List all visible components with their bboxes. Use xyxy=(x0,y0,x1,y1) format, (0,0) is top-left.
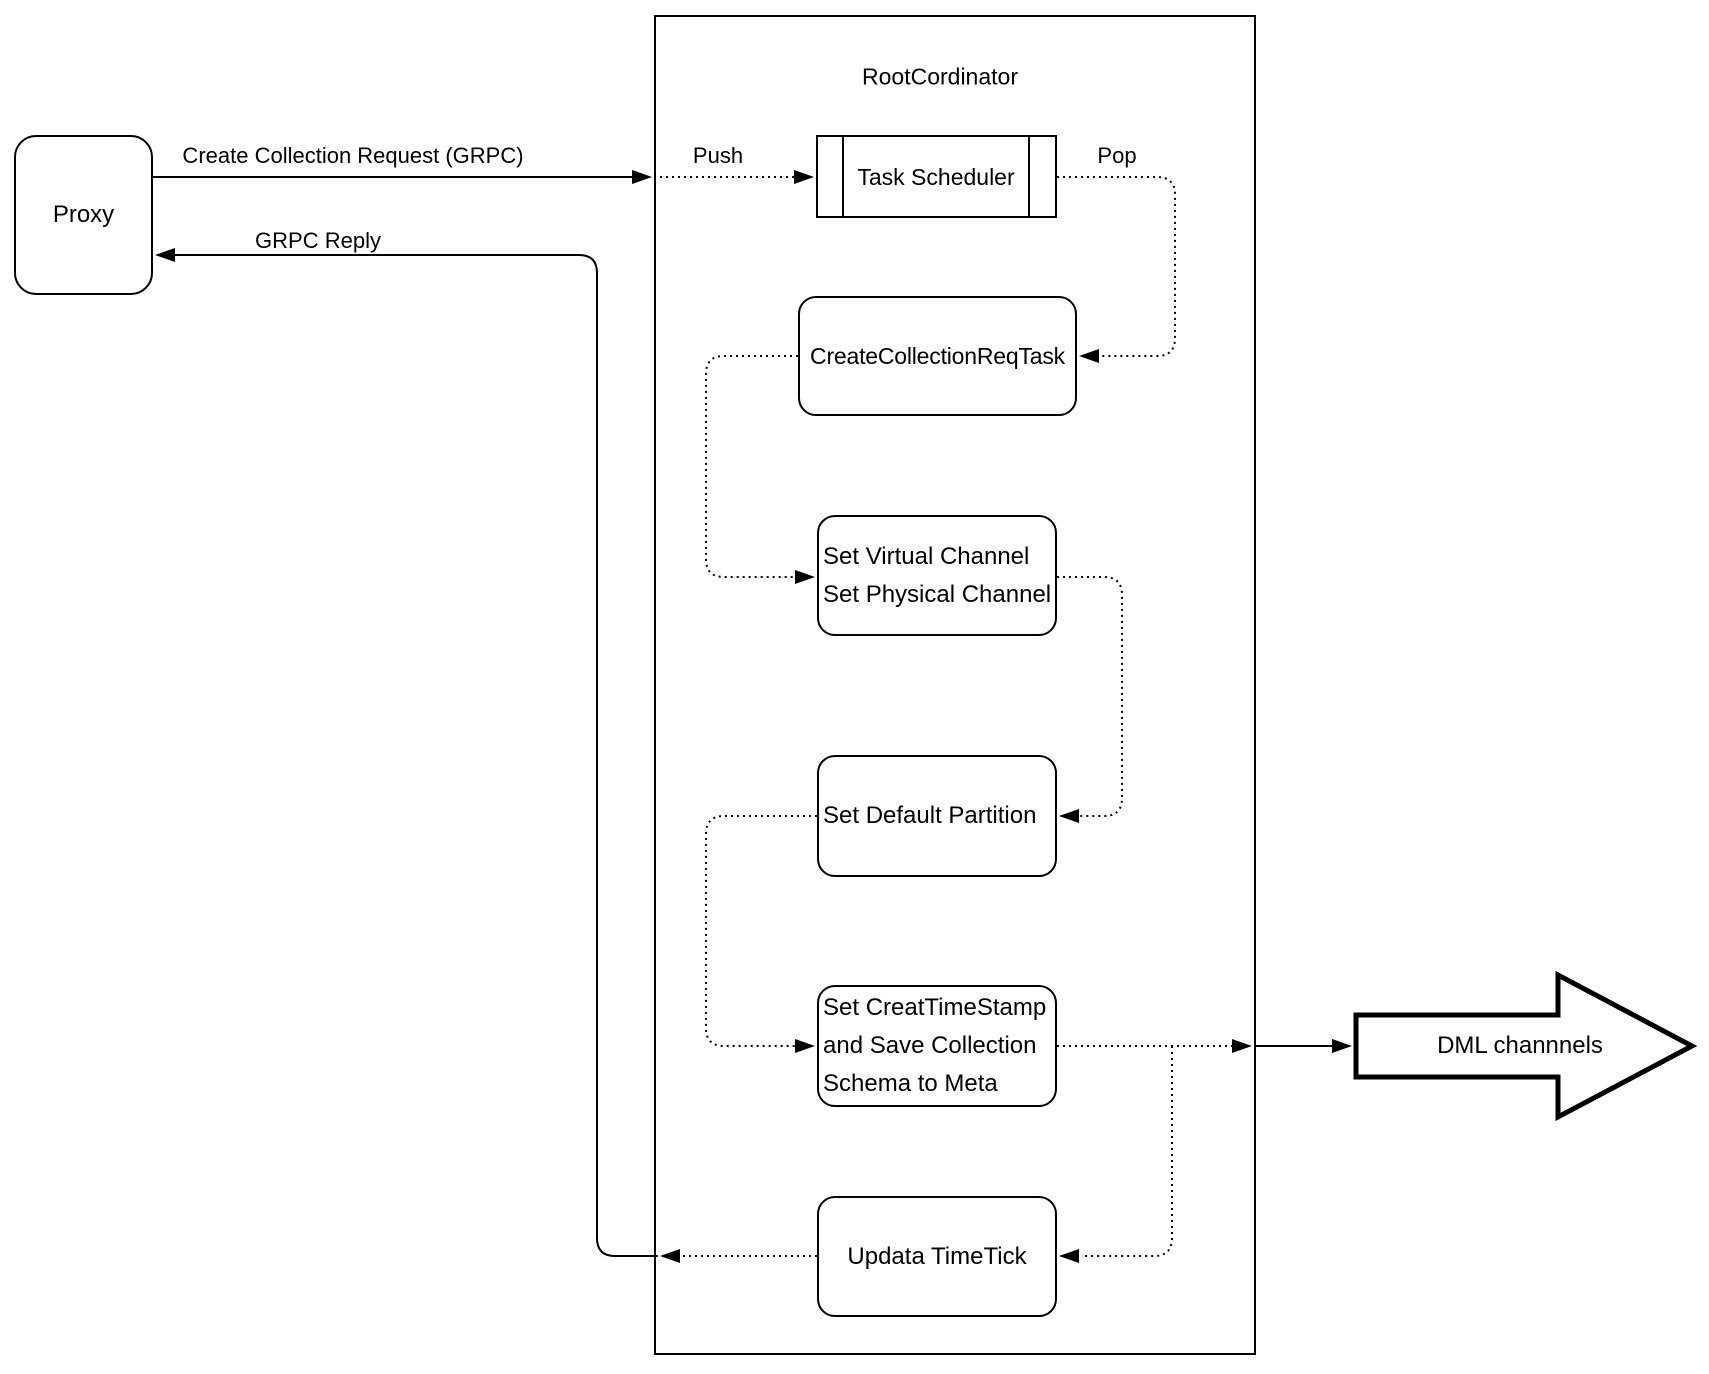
set-default-partition-label: Set Default Partition xyxy=(823,802,1037,829)
push-label: Push xyxy=(692,143,744,168)
dml-channels-block-arrow xyxy=(1353,970,1698,1122)
set-creat-timestamp-node: Set CreatTimeStamp and Save Collection S… xyxy=(817,985,1057,1107)
set-physical-channel-line: Set Physical Channel xyxy=(823,580,1052,608)
create-collection-req-task-node: CreateCollectionReqTask xyxy=(798,296,1077,416)
dml-channels-label: DML channnels xyxy=(1437,1032,1603,1059)
timestamp-arrowhead xyxy=(795,1039,815,1053)
reply-junction-arrowhead xyxy=(660,1249,680,1263)
rootcoordinator-container xyxy=(654,15,1256,1355)
task-scheduler-label: Task Scheduler xyxy=(857,163,1015,190)
dml-connector-arrowhead xyxy=(1332,1039,1352,1053)
pop-label: Pop xyxy=(1097,143,1137,168)
setchannels-to-partition-connector xyxy=(1057,576,1123,817)
pop-arrowhead xyxy=(1079,349,1099,363)
create-collection-request-arrowhead xyxy=(632,170,652,184)
task-scheduler-left-bar xyxy=(818,137,844,216)
partition-arrowhead xyxy=(1059,809,1079,823)
set-creat-timestamp-line3: Schema to Meta xyxy=(823,1070,998,1097)
edge-arrowhead xyxy=(1232,1039,1252,1053)
create-collection-req-task-label: CreateCollectionReqTask xyxy=(810,343,1065,369)
timetick-arrowhead xyxy=(1059,1249,1079,1263)
updata-timetick-node: Updata TimeTick xyxy=(817,1196,1057,1317)
grpc-reply-line xyxy=(175,254,658,1257)
grpc-reply-arrowhead xyxy=(155,248,175,262)
proxy-label: Proxy xyxy=(52,201,115,228)
task-scheduler-node: Task Scheduler xyxy=(816,135,1057,218)
set-creat-timestamp-line2: and Save Collection xyxy=(823,1032,1037,1059)
timestamp-to-timetick-connector xyxy=(1081,1046,1173,1257)
updata-timetick-label: Updata TimeTick xyxy=(847,1242,1027,1270)
proxy-node: Proxy xyxy=(14,135,153,295)
setchannels-arrowhead xyxy=(795,570,815,584)
partition-to-timestamp-connector xyxy=(705,815,817,1047)
set-channels-node: Set Virtual Channel Set Physical Channel xyxy=(817,515,1057,636)
task-scheduler-right-bar xyxy=(1028,137,1055,216)
push-arrowhead xyxy=(794,170,814,184)
set-virtual-channel-line: Set Virtual Channel xyxy=(823,542,1030,570)
grpc-reply-label: GRPC Reply xyxy=(255,228,381,253)
set-default-partition-node: Set Default Partition xyxy=(817,755,1057,877)
set-creat-timestamp-line1: Set CreatTimeStamp xyxy=(823,994,1047,1021)
rootcoordinator-title: RootCordinator xyxy=(862,63,1018,90)
create-collection-request-label: Create Collection Request (GRPC) xyxy=(182,143,524,168)
